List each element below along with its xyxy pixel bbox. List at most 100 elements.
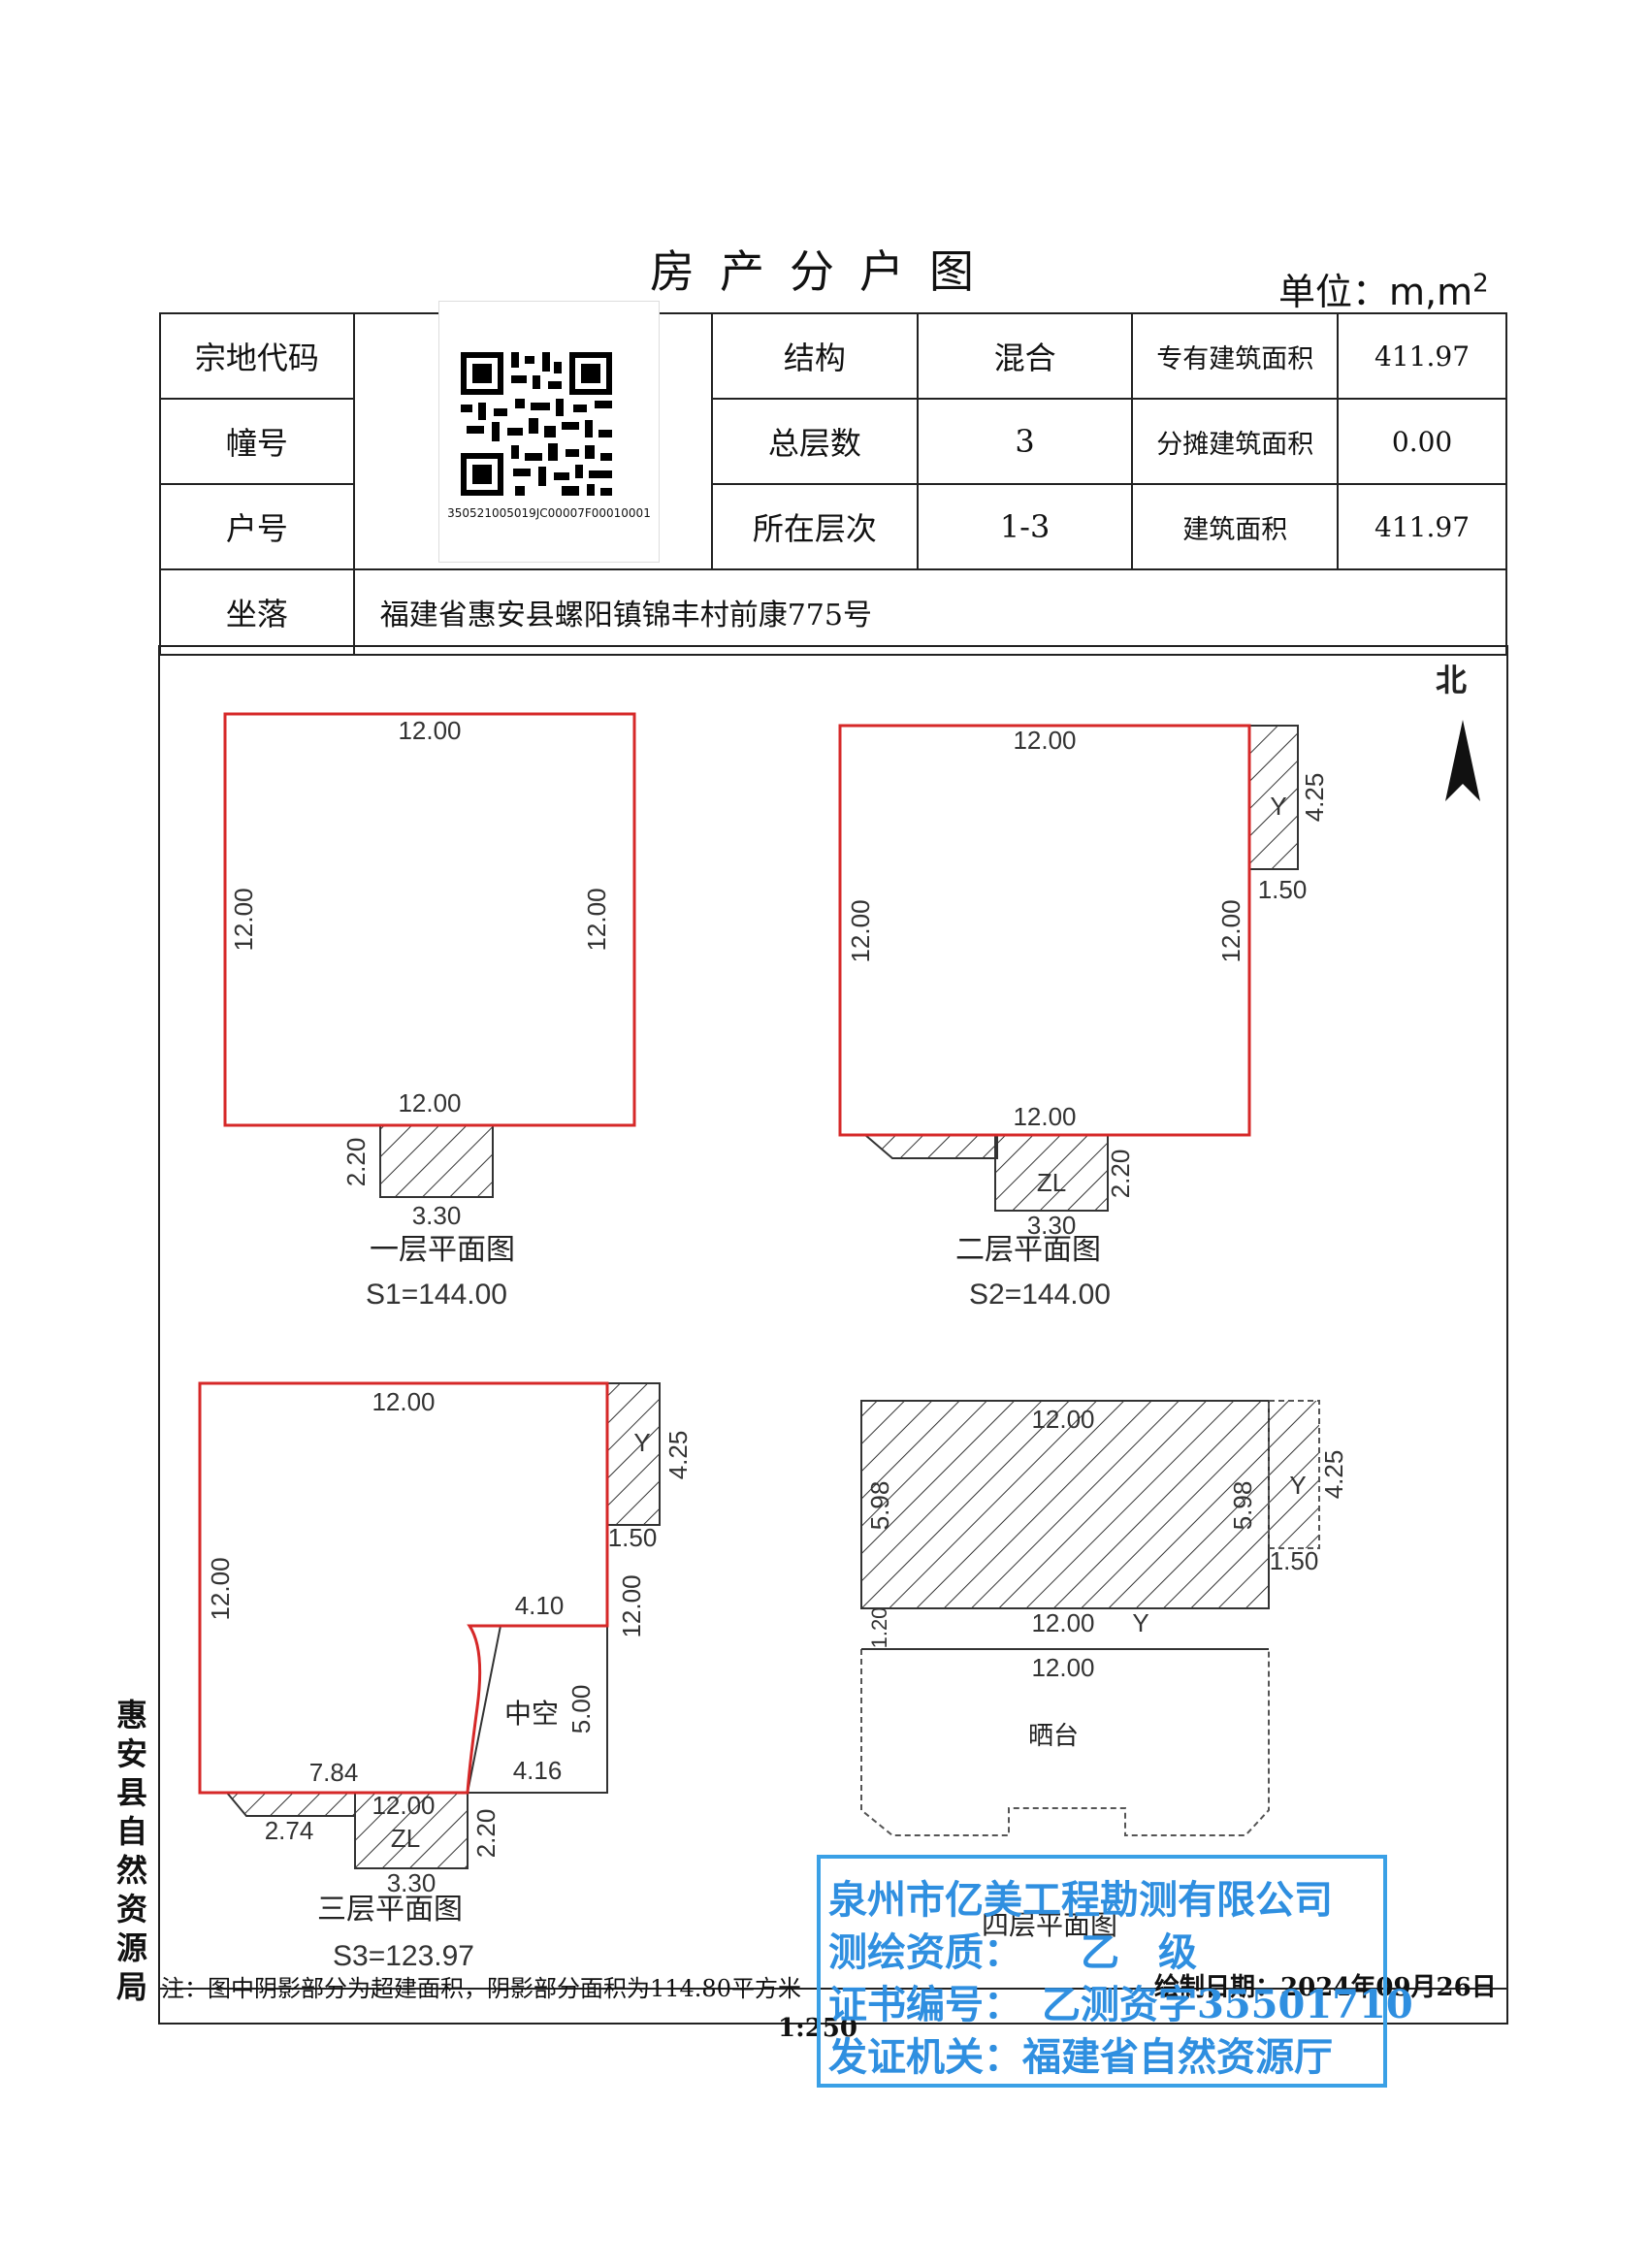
drawing-frame <box>158 645 1508 2025</box>
label-shared-area: 分摊建筑面积 <box>1131 398 1340 485</box>
north-arrow: 北 <box>1436 662 1480 801</box>
f2-hatch-zl <box>994 1134 1109 1212</box>
f4-tag-y-strip: Y <box>1132 1608 1148 1637</box>
f2-dim-zl-width: 3.30 <box>1027 1211 1077 1240</box>
stamp-certificate: 证书编号： 乙测资字35501710 <box>828 1982 1413 2027</box>
f3-area: S3=123.97 <box>333 1940 474 1972</box>
f3-dim-right: 12.00 <box>617 1574 646 1637</box>
f3-dim-bottom: 12.00 <box>372 1791 435 1820</box>
f3-hatch-y <box>606 1382 661 1526</box>
label-floor-range: 所在层次 <box>711 483 919 570</box>
label-total-floors: 总层数 <box>711 398 919 485</box>
f4-hatch-main <box>860 1400 1270 1609</box>
sidebar-char: 源 <box>115 1929 147 1966</box>
f4-dim-terrace: 12.00 <box>1031 1653 1094 1682</box>
f3-tag-zl: ZL <box>391 1824 420 1853</box>
f2-dim-y-depth: 4.25 <box>1300 773 1329 823</box>
qr-code-icon <box>461 352 612 496</box>
f1-dim-width: 3.30 <box>412 1201 462 1230</box>
issuer-vertical-label: 惠 安 县 自 然 资 源 局 <box>111 1696 153 2006</box>
f3-dim-void-height: 5.00 <box>566 1685 596 1734</box>
label-location: 坐落 <box>159 568 355 656</box>
f4-tag-y-side: Y <box>1289 1471 1306 1500</box>
f3-dim-bottom-left: 7.84 <box>309 1758 359 1787</box>
f1-caption: 一层平面图 <box>370 1233 515 1267</box>
f2-dim-left: 12.00 <box>846 899 875 962</box>
f1-dim-right: 12.00 <box>582 888 611 951</box>
f4-dim-strip: 12.00 <box>1031 1608 1094 1637</box>
label-building-no: 幢号 <box>159 398 355 485</box>
sidebar-char: 县 <box>115 1774 147 1811</box>
f3-dim-strip: 2.74 <box>265 1816 314 1845</box>
f4-dim-y-depth: 4.25 <box>1319 1450 1348 1500</box>
stamp-company: 泉州市亿美工程勘测有限公司 <box>828 1877 1333 1923</box>
f2-area: S2=144.00 <box>969 1279 1111 1311</box>
f4-dim-right: 5.98 <box>1228 1481 1257 1531</box>
f2-caption: 二层平面图 <box>955 1233 1101 1267</box>
f4-hatch-y <box>1268 1400 1320 1549</box>
f3-dim-void-bottom: 4.16 <box>513 1756 563 1785</box>
unit-superscript: 2 <box>1472 269 1489 299</box>
page-title: 房产分户图 <box>650 245 999 298</box>
surveyor-stamp: 泉州市亿美工程勘测有限公司 测绘资质： 乙 级 证书编号： 乙测资字355017… <box>817 1855 1413 2088</box>
f2-dim-top: 12.00 <box>1013 726 1076 755</box>
value-floor-range: 1-3 <box>916 483 1134 570</box>
label-unit-no: 户号 <box>159 483 355 570</box>
f1-outline <box>223 712 636 1127</box>
f3-hatch-strip <box>224 1792 356 1817</box>
floor-3-plan: 12.00 12.00 12.00 4.25 1.50 4.10 5.00 4.… <box>198 1381 693 1972</box>
f3-dim-y-depth: 4.25 <box>663 1431 693 1480</box>
f4-terrace-outline <box>860 1649 1270 1836</box>
f4-dim-strip-depth: 1.20 <box>867 1607 891 1649</box>
f1-dim-top: 12.00 <box>398 716 461 745</box>
f4-tag-terrace: 晒台 <box>1028 1722 1079 1751</box>
f1-dim-left: 12.00 <box>229 888 258 951</box>
f4-caption: 四层平面图 <box>982 1909 1117 1941</box>
floor-2-plan: 12.00 12.00 12.00 12.00 4.25 1.50 2.20 3… <box>838 724 1329 1311</box>
value-building-area: 411.97 <box>1337 483 1507 570</box>
f2-outline <box>838 724 1251 1137</box>
f3-dim-top: 12.00 <box>372 1387 435 1416</box>
f1-dim-depth: 2.20 <box>341 1138 371 1187</box>
f2-tag-zl: ZL <box>1037 1168 1066 1197</box>
value-exclusive-area: 411.97 <box>1337 312 1507 400</box>
value-location: 福建省惠安县螺阳镇锦丰村前康775号 <box>352 568 1508 656</box>
stamp-issuer: 发证机关：福建省自然资源厅 <box>828 2034 1333 2080</box>
sidebar-char: 惠 <box>115 1697 147 1733</box>
f3-dim-left: 12.00 <box>206 1557 235 1620</box>
footer-note: 注：图中阴影部分为超建面积，阴影部分面积为114.80平方米 <box>161 1975 801 2002</box>
f2-dim-y-width: 1.50 <box>1258 875 1308 904</box>
sidebar-char: 安 <box>115 1735 147 1772</box>
floor-4-plan: 12.00 5.98 5.98 4.25 1.50 1.20 12.00 12.… <box>860 1400 1348 1941</box>
draw-date: 绘制日期：2024年09月26日 <box>1154 1973 1497 2002</box>
unit-label: 单位：m,m2 <box>1278 262 1489 315</box>
f3-caption: 三层平面图 <box>317 1893 463 1927</box>
f4-dim-top: 12.00 <box>1031 1405 1094 1434</box>
f1-area: S1=144.00 <box>366 1279 507 1311</box>
floor-1-plan: 12.00 12.00 12.00 12.00 2.20 3.30 一层平面图 … <box>223 712 636 1311</box>
north-label: 北 <box>1436 662 1467 698</box>
label-structure: 结构 <box>711 312 919 400</box>
f3-tag-void: 中空 <box>504 1698 559 1730</box>
value-structure: 混合 <box>916 312 1134 400</box>
f3-hatch-zl <box>354 1792 469 1869</box>
qr-code-box <box>438 301 660 563</box>
f2-dim-right: 12.00 <box>1216 899 1245 962</box>
sidebar-char: 然 <box>115 1852 147 1889</box>
f2-tag-y: Y <box>1270 792 1286 821</box>
f2-dim-bottom: 12.00 <box>1013 1102 1076 1131</box>
qr-code-text: 350521005019JC00007F00010001 <box>447 506 651 520</box>
f3-dim-zl-depth: 2.20 <box>471 1809 501 1859</box>
value-shared-area: 0.00 <box>1337 398 1507 485</box>
sidebar-char: 自 <box>115 1813 147 1850</box>
f2-hatch-strip <box>862 1134 998 1159</box>
f2-hatch-y <box>1248 725 1299 870</box>
f3-outline <box>198 1381 609 1795</box>
f4-dim-left: 5.98 <box>865 1481 894 1531</box>
value-total-floors: 3 <box>916 398 1134 485</box>
f3-dim-y-width: 1.50 <box>608 1523 658 1552</box>
label-building-area: 建筑面积 <box>1131 483 1340 570</box>
f2-dim-zl-depth: 2.20 <box>1106 1150 1135 1199</box>
f1-dim-bottom: 12.00 <box>398 1088 461 1118</box>
